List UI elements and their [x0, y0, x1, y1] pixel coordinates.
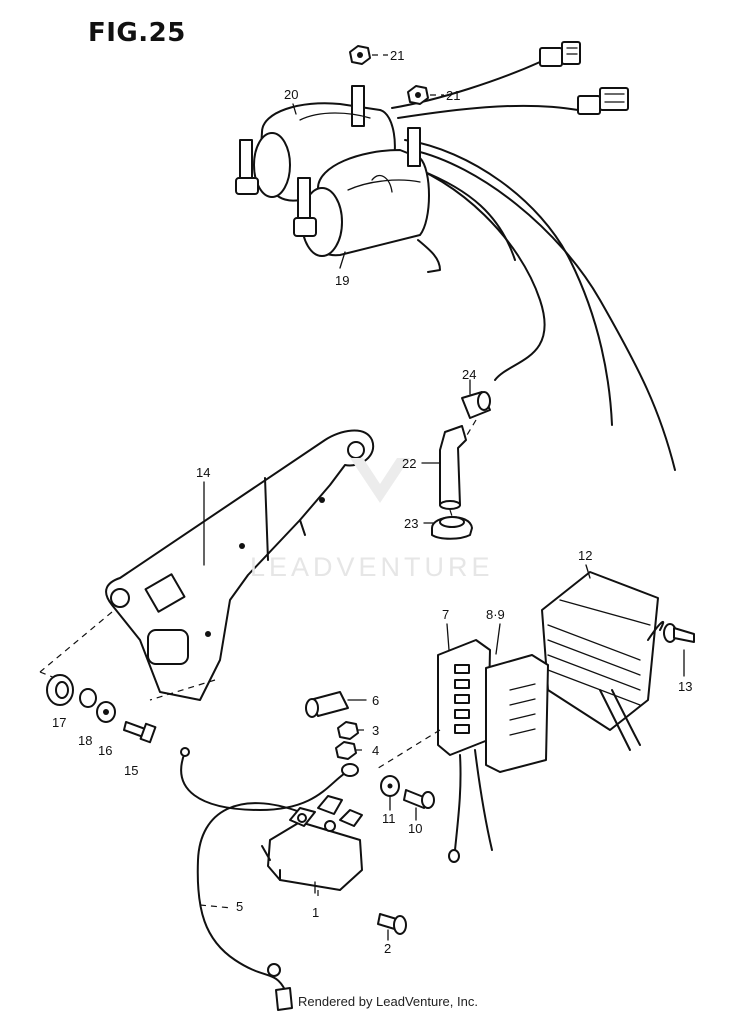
battery-cable-5 — [180, 747, 359, 1011]
cap-24 — [461, 391, 491, 419]
callout-8-9: 8·9 — [486, 607, 505, 622]
grommet-17 — [46, 674, 74, 706]
starter-relay-1 — [261, 795, 363, 891]
nut-21-upper — [349, 45, 371, 65]
callout-5: 5 — [236, 899, 244, 914]
callout-4: 4 — [372, 743, 380, 758]
callout-23: 23 — [404, 516, 419, 531]
wire-connector-lower — [577, 87, 629, 115]
callout-3: 3 — [372, 723, 380, 738]
spark-plug-cap-22 — [439, 425, 467, 510]
callout-22: 22 — [402, 456, 417, 471]
callout-21-upper: 21 — [390, 48, 405, 63]
callout-24: 24 — [462, 367, 477, 382]
nut-3 — [337, 721, 359, 740]
bolt-2 — [377, 913, 407, 935]
callout-21-lower: 21 — [446, 88, 461, 103]
callout-1: 1 — [312, 905, 320, 920]
figure-title: FIG.25 — [88, 18, 186, 48]
bolt-10 — [403, 789, 435, 809]
callout-20: 20 — [284, 87, 299, 102]
washer-11 — [380, 775, 400, 797]
callout-6: 6 — [372, 693, 380, 708]
ignition-coil-19 — [293, 127, 430, 257]
fuse-cover-8-9 — [485, 654, 549, 773]
washer-16 — [96, 701, 116, 723]
credit-text: Rendered by LeadVenture, Inc. — [298, 994, 478, 1009]
callout-2: 2 — [384, 941, 392, 956]
watermark-text: LEADVENTURE — [250, 552, 494, 582]
callout-18: 18 — [78, 733, 93, 748]
fuse-box-7 — [437, 639, 493, 863]
callout-15: 15 — [124, 763, 139, 778]
callout-13: 13 — [678, 679, 693, 694]
mounting-bracket-14 — [105, 429, 375, 701]
callout-14: 14 — [196, 465, 211, 480]
callout-19: 19 — [335, 273, 350, 288]
boot-23 — [431, 516, 473, 540]
bolt-15 — [123, 721, 157, 744]
callout-16: 16 — [98, 743, 113, 758]
coil-wire-harness — [391, 61, 676, 471]
callout-12: 12 — [578, 548, 593, 563]
callout-7: 7 — [442, 607, 450, 622]
nut-4 — [335, 741, 357, 760]
screw-13 — [663, 623, 695, 643]
callout-17: 17 — [52, 715, 67, 730]
collar-18 — [79, 688, 97, 708]
regulator-rectifier-12 — [541, 571, 665, 751]
wire-connector-upper — [539, 41, 581, 67]
cap-6 — [305, 691, 349, 718]
nut-21-lower — [407, 85, 429, 105]
callout-10: 10 — [408, 821, 423, 836]
leader-lines — [203, 103, 685, 941]
callout-11: 11 — [382, 811, 396, 826]
